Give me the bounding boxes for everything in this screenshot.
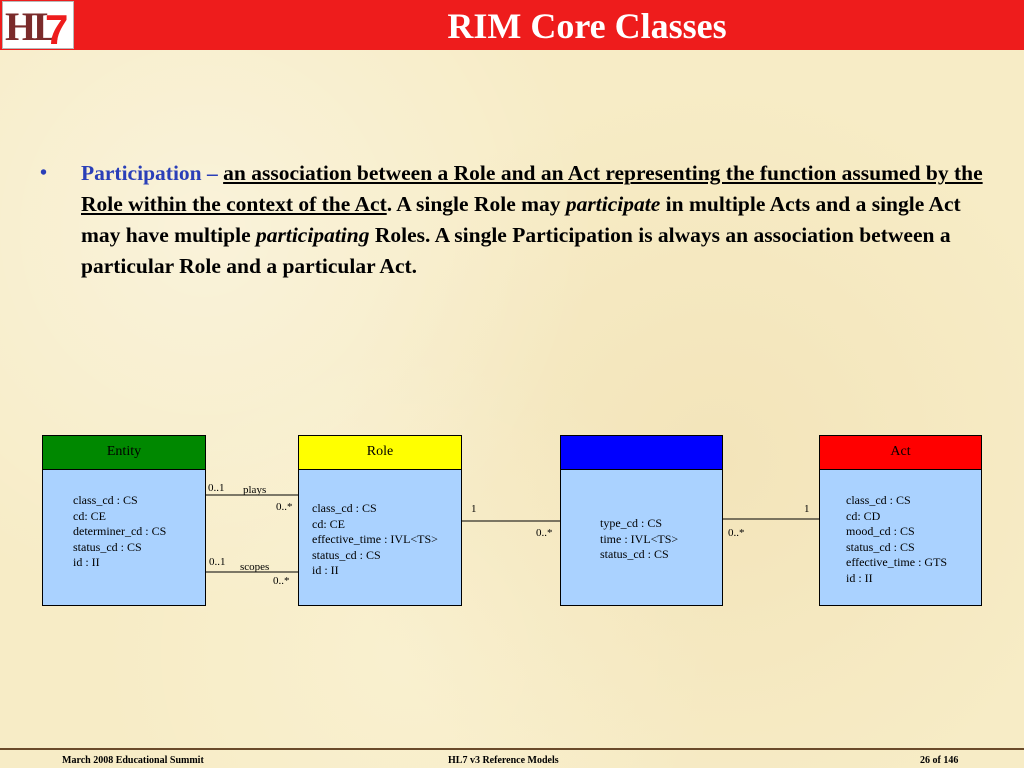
scopes-from-multiplicity: 0..1: [209, 556, 226, 568]
bullet-paragraph: Participation – an association between a…: [81, 158, 990, 282]
attribute: cd: CE: [312, 516, 345, 531]
term-participation: Participation –: [81, 161, 218, 185]
participation-attributes: type_cd : CS time : IVL<TS> status_cd : …: [600, 516, 678, 563]
slide-title: RIM Core Classes: [447, 6, 727, 46]
footer-divider: [0, 748, 1024, 750]
attribute: time : IVL<TS>: [600, 531, 679, 546]
svg-text:7: 7: [45, 6, 68, 48]
emphasis-participate: participate: [565, 192, 661, 216]
role-participation-from-multiplicity: 1: [471, 503, 477, 515]
attribute: determiner_cd : CS: [73, 524, 167, 538]
footer-course: HL7 v3 Reference Models: [448, 755, 559, 766]
participation-class: Participation type_cd : CS time : IVL<TS…: [560, 435, 723, 606]
role-class-header: Role: [299, 436, 461, 470]
act-class-header: Act: [820, 436, 981, 470]
participation-act-to-multiplicity: 1: [804, 503, 810, 515]
attribute: type_cd : CS: [600, 516, 662, 530]
act-attributes: class_cd : CS cd: CD mood_cd : CS status…: [846, 493, 947, 586]
participation-act-from-multiplicity: 0..*: [728, 527, 745, 539]
plays-from-multiplicity: 0..1: [208, 482, 225, 494]
definition-text: an association between a Role and an Act…: [81, 161, 983, 216]
role-attributes: class_cd : CS cd: CE effective_time : IV…: [312, 501, 438, 579]
body-text-c: Roles. A single Participation is always …: [81, 223, 951, 278]
body-text-b: in multiple Acts and a single Act may ha…: [81, 192, 961, 247]
bullet-marker: •: [40, 162, 48, 184]
attribute: mood_cd : CS: [846, 524, 915, 538]
entity-class-header: Entity: [43, 436, 205, 470]
title-bar: H L 7 RIM Core Classes: [0, 0, 1024, 50]
emphasis-participating: participating: [255, 223, 370, 247]
entity-attributes: class_cd : CS cd: CE determiner_cd : CS …: [73, 493, 166, 571]
scopes-to-multiplicity: 0..*: [273, 575, 290, 587]
scopes-label: scopes: [240, 561, 270, 573]
attribute: cd: CD: [846, 508, 881, 523]
attribute: id : II: [73, 555, 100, 569]
role-class: Role class_cd : CS cd: CE effective_time…: [298, 435, 462, 606]
svg-text:H: H: [5, 4, 36, 48]
footer-event: March 2008 Educational Summit: [62, 755, 204, 766]
attribute: class_cd : CS: [73, 493, 138, 507]
plays-to-multiplicity: 0..*: [276, 501, 293, 513]
body-text-a: . A single Role may: [386, 192, 566, 216]
hl7-logo: H L 7: [2, 1, 74, 49]
attribute: class_cd : CS: [846, 493, 911, 507]
participation-class-header: Participation: [561, 436, 722, 470]
attribute: status_cd : CS: [600, 547, 669, 561]
attribute: status_cd : CS: [312, 547, 381, 562]
act-class: Act class_cd : CS cd: CD mood_cd : CS st…: [819, 435, 982, 606]
svg-text:L: L: [33, 4, 60, 48]
plays-label: plays: [243, 484, 267, 496]
entity-class: Entity class_cd : CS cd: CE determiner_c…: [42, 435, 206, 606]
attribute: status_cd : CS: [846, 539, 915, 554]
attribute: cd: CE: [73, 508, 106, 523]
attribute: status_cd : CS: [73, 539, 142, 554]
bullet-item: • Participation – an association between…: [40, 158, 990, 282]
footer-page-number: 26 of 146: [920, 755, 959, 766]
role-participation-to-multiplicity: 0..*: [536, 527, 553, 539]
attribute: id : II: [846, 570, 873, 585]
attribute: class_cd : CS: [312, 501, 377, 515]
attribute: effective_time : IVL<TS>: [312, 532, 438, 546]
attribute: effective_time : GTS: [846, 555, 948, 569]
attribute: id : II: [312, 563, 339, 577]
